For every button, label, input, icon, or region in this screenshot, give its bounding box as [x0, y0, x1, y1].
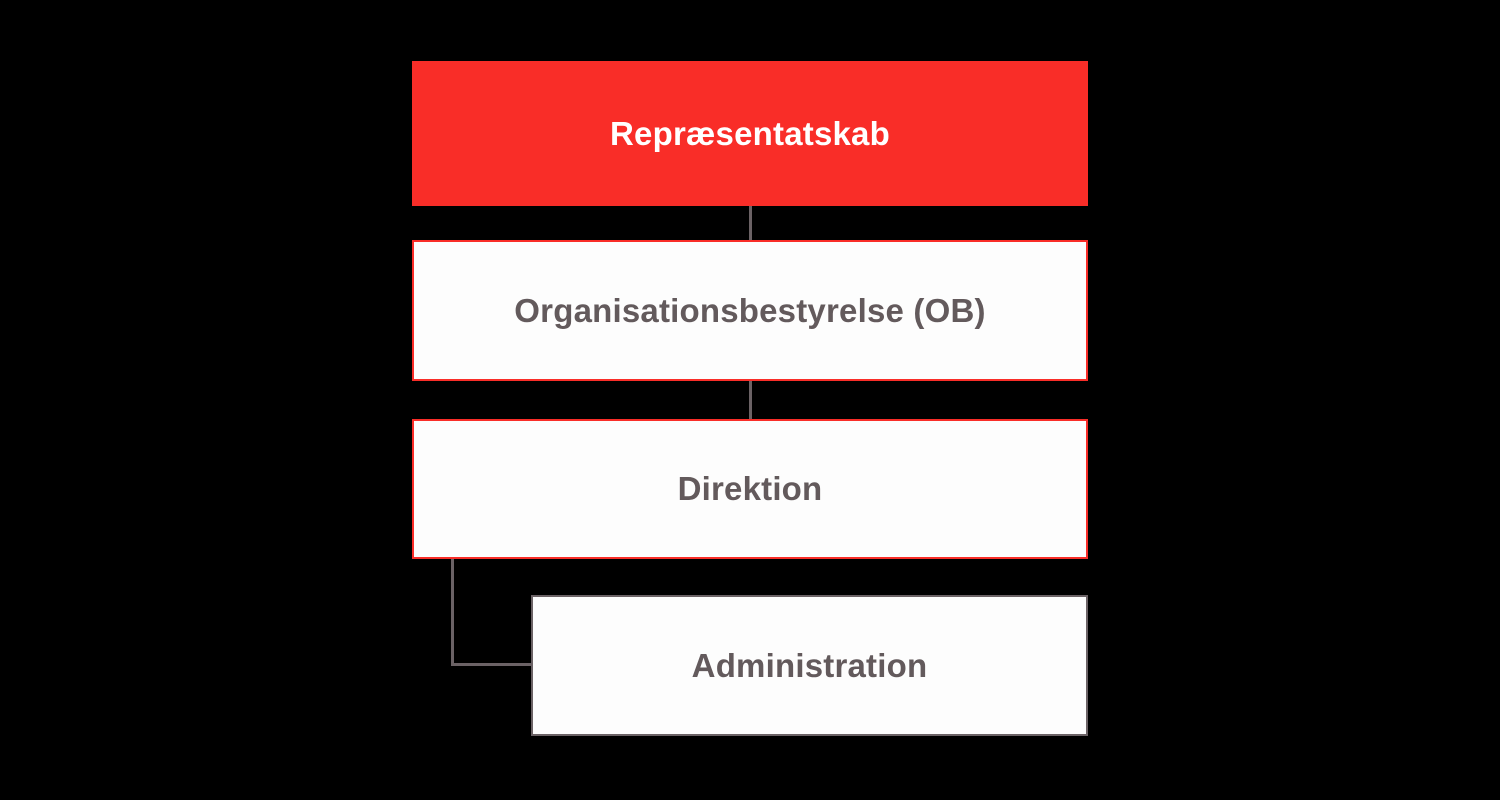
node-repraesentatskab-label: Repræsentatskab	[610, 114, 890, 152]
connector-repraesentatskab-to-organisationsbestyrelse	[749, 205, 752, 241]
node-administration[interactable]: Administration	[531, 595, 1088, 736]
node-repraesentatskab[interactable]: Repræsentatskab	[412, 61, 1088, 206]
connector-organisationsbestyrelse-to-direktion	[749, 380, 752, 420]
node-organisationsbestyrelse[interactable]: Organisationsbestyrelse (OB)	[412, 240, 1088, 381]
connector-direktion-to-administration-vertical	[451, 558, 454, 666]
node-administration-label: Administration	[691, 646, 928, 684]
connector-direktion-to-administration-horizontal	[451, 663, 533, 666]
node-direktion-label: Direktion	[677, 470, 823, 508]
node-organisationsbestyrelse-label: Organisationsbestyrelse (OB)	[514, 291, 986, 329]
node-direktion[interactable]: Direktion	[412, 419, 1088, 559]
